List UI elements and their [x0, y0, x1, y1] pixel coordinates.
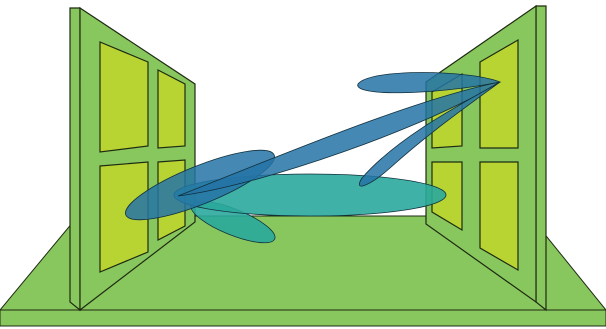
- lobe-back-beam: [125, 149, 275, 221]
- left-window-pane-2: [157, 69, 186, 149]
- left-wall-front: [69, 7, 81, 312]
- right-wall: [425, 4, 547, 312]
- right-window-pane-4: [479, 161, 519, 272]
- lobe-ceiling-beam: [357, 72, 502, 94]
- left-window-pane-3: [99, 161, 149, 273]
- right-wall-front: [535, 5, 547, 312]
- floor-front-edge: [0, 309, 606, 327]
- left-window-pane-1: [99, 41, 149, 153]
- lobe-side-beam: [359, 81, 501, 187]
- radiation-pattern: [125, 72, 502, 244]
- right-window-pane-2: [479, 38, 519, 149]
